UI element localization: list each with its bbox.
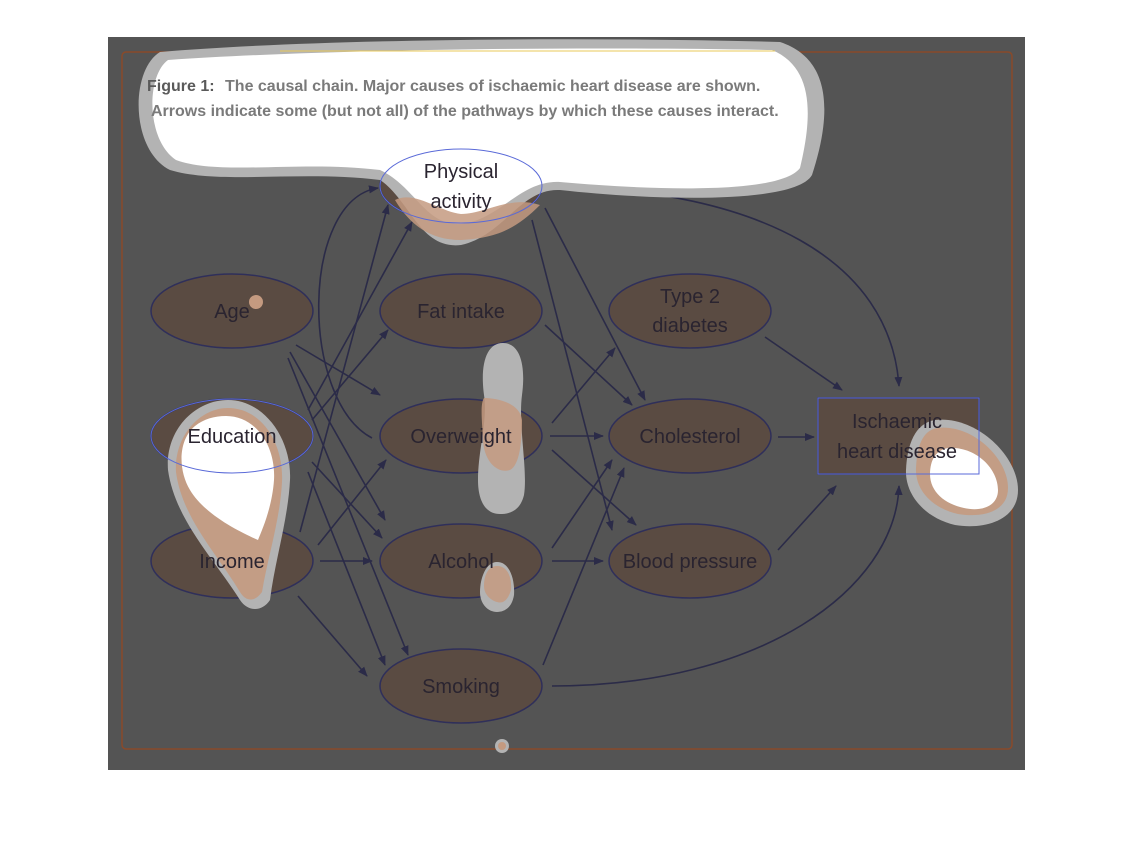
node-age-label: Age — [214, 301, 250, 323]
arrow-income-smoking — [297, 595, 368, 677]
arrow-education-alcohol — [311, 461, 383, 539]
arrow-income-overweight — [317, 459, 387, 546]
overlay-blobs — [138, 39, 1018, 753]
caption-line-1: Figure 1: The causal chain. Major causes… — [147, 78, 760, 95]
node-blood-pressure: Blood pressure — [608, 523, 772, 599]
arrow-fat-intake-cholesterol — [544, 324, 633, 406]
node-fat-intake-shape — [379, 273, 543, 349]
node-fat-intake: Fat intake — [379, 273, 543, 349]
arrow-age-overweight — [295, 344, 381, 396]
node-cholesterol-label: Cholesterol — [639, 426, 740, 448]
top-labels: Physical activity Education Income Overw… — [188, 161, 958, 573]
caption-line-1-text: The causal chain. Major causes of ischae… — [225, 78, 760, 95]
arrow-overweight-type2 — [551, 347, 616, 424]
node-fat-intake-label: Fat intake — [417, 301, 505, 323]
arrow-alcohol-cholesterol — [551, 459, 613, 549]
node-type2-diabetes: Type 2 diabetes — [608, 273, 772, 349]
caption-line-2: Arrows indicate some (but not all) of th… — [151, 103, 779, 120]
caption-cloud-inner — [152, 48, 808, 225]
node-blood-pressure-shape — [608, 523, 772, 599]
node-cholesterol: Cholesterol — [608, 398, 772, 474]
arrow-blood-pressure-ihd — [777, 485, 837, 551]
node-type2-diabetes-label-line2: diabetes — [652, 315, 728, 337]
node-cholesterol-shape — [608, 398, 772, 474]
node-age: Age — [150, 273, 314, 349]
node-smoking-shape — [379, 648, 543, 724]
caption-lead: Figure 1: — [147, 78, 215, 95]
arrow-smoking-ihd — [551, 485, 903, 687]
arrow-physical-activity-cholesterol — [544, 207, 646, 401]
alcohol-small-blob-tan — [484, 566, 512, 603]
node-smoking-label: Smoking — [422, 676, 500, 698]
node-income-label: Income — [199, 551, 265, 573]
arrow-smoking-cholesterol — [542, 467, 625, 666]
node-overweight-label: Overweight — [410, 426, 512, 448]
node-physical-activity-label-line2: activity — [430, 191, 491, 213]
node-ihd-label-line2: heart disease — [837, 441, 957, 463]
arrow-overweight-physical-activity-curve — [317, 185, 379, 439]
overweight-capsule-tan — [481, 398, 522, 471]
arrow-education-physical-activity — [307, 221, 413, 411]
node-type2-diabetes-label-line1: Type 2 — [660, 286, 720, 308]
physical-activity-tan-patch — [395, 197, 540, 240]
arrow-education-smoking — [307, 471, 386, 666]
bottom-dot-blob-inner — [498, 742, 506, 750]
node-physical-activity-label-line1: Physical — [424, 161, 498, 183]
highlight-outlines — [150, 50, 980, 475]
arrow-type2-ihd — [764, 336, 843, 391]
node-blood-pressure-label: Blood pressure — [623, 551, 758, 573]
node-education-label: Education — [188, 426, 277, 448]
ihd-highlight — [817, 397, 980, 475]
ihd-ring-white — [930, 447, 998, 510]
arrow-age-alcohol — [289, 351, 386, 521]
node-smoking: Smoking — [379, 648, 543, 724]
arrow-income-physical-activity — [299, 204, 390, 533]
node-type2-diabetes-shape — [608, 273, 772, 349]
node-alcohol-label: Alcohol — [428, 551, 494, 573]
figure-caption: Figure 1: The causal chain. Major causes… — [147, 78, 779, 120]
age-dot-blob — [249, 295, 263, 309]
education-teardrop-white — [181, 416, 275, 540]
arrow-education-fat-intake — [311, 329, 389, 421]
node-ihd-label-line1: Ischaemic — [852, 411, 942, 433]
physical-activity-highlight — [379, 148, 543, 224]
education-highlight — [150, 398, 314, 474]
node-age-shape — [150, 273, 314, 349]
